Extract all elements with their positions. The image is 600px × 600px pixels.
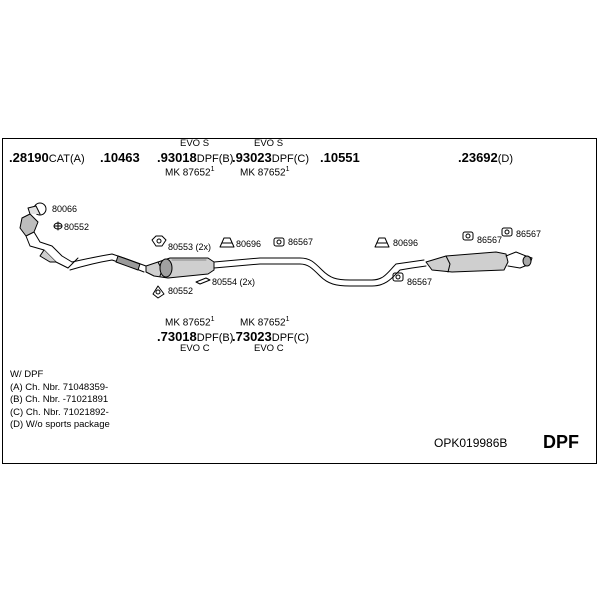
nut-icon — [151, 235, 167, 247]
mounting-kit-label: MK 876521 — [165, 316, 215, 329]
part-number-top-3: .93018DPF(B) — [157, 150, 234, 165]
variant-label: EVO S — [180, 138, 210, 149]
front-pipe-icon — [69, 253, 147, 273]
mounting-kit-label: MK 876521 — [165, 166, 215, 179]
diagram-frame — [2, 138, 597, 464]
note-line: (C) Ch. Nbr. 71021892- — [10, 406, 109, 418]
component-label: 80066 — [52, 204, 78, 214]
component-label: 80554 (2x) — [212, 277, 256, 287]
gasket-icon — [219, 237, 235, 248]
bolt-icon — [195, 277, 211, 285]
part-number-bottom-1: .73018DPF(B) — [157, 329, 234, 344]
note-line: (B) Ch. Nbr. -71021891 — [10, 394, 109, 405]
variant-label: EVO S — [254, 138, 284, 149]
part-number-top-5: .10551 — [320, 150, 360, 165]
component-label: 80553 (2x) — [168, 242, 212, 252]
dpf-filter-icon — [145, 257, 215, 279]
component-label: 86567 — [288, 237, 314, 247]
variant-label: EVO C — [180, 343, 210, 354]
rear-muffler-icon — [425, 251, 533, 273]
component-label: 80552 — [64, 222, 90, 232]
component-label: 80696 — [236, 239, 262, 249]
diagram-code: OPK019986B — [434, 436, 508, 450]
variant-label: EVO C — [254, 343, 284, 354]
center-pipe-icon — [213, 257, 427, 287]
component-label: 86567 — [516, 229, 542, 239]
part-number-bottom-2: .73023DPF(C) — [232, 329, 310, 344]
part-number-top-2: .10463 — [100, 150, 140, 165]
catalytic-converter-icon — [19, 205, 79, 269]
mounting-kit-label: MK 876521 — [240, 166, 290, 179]
rubber-mount-icon — [501, 227, 513, 237]
clamp-icon — [53, 221, 63, 231]
note-line: (D) W/o sports package — [10, 419, 110, 430]
component-label: 86567 — [477, 235, 503, 245]
notes-block: W/ DPF (A) Ch. Nbr. 71048359- (B) Ch. Nb… — [10, 369, 110, 432]
type-label: DPF — [543, 432, 579, 452]
part-number-top-1: .28190CAT(A) — [9, 150, 85, 165]
rubber-mount-icon — [462, 231, 474, 241]
part-number-top-6: .23692(D) — [458, 150, 514, 165]
clamp-icon — [152, 285, 165, 299]
component-label: 86567 — [407, 277, 433, 287]
note-line: (A) Ch. Nbr. 71048359- — [10, 381, 109, 393]
gasket-icon — [374, 237, 390, 248]
rubber-mount-icon — [273, 237, 285, 247]
rubber-mount-icon — [392, 272, 404, 282]
component-label: 80696 — [393, 238, 419, 248]
mounting-kit-label: MK 876521 — [240, 316, 290, 329]
part-number-top-4: .93023DPF(C) — [232, 150, 310, 165]
component-label: 80552 — [168, 286, 194, 296]
note-line: W/ DPF — [10, 369, 44, 380]
